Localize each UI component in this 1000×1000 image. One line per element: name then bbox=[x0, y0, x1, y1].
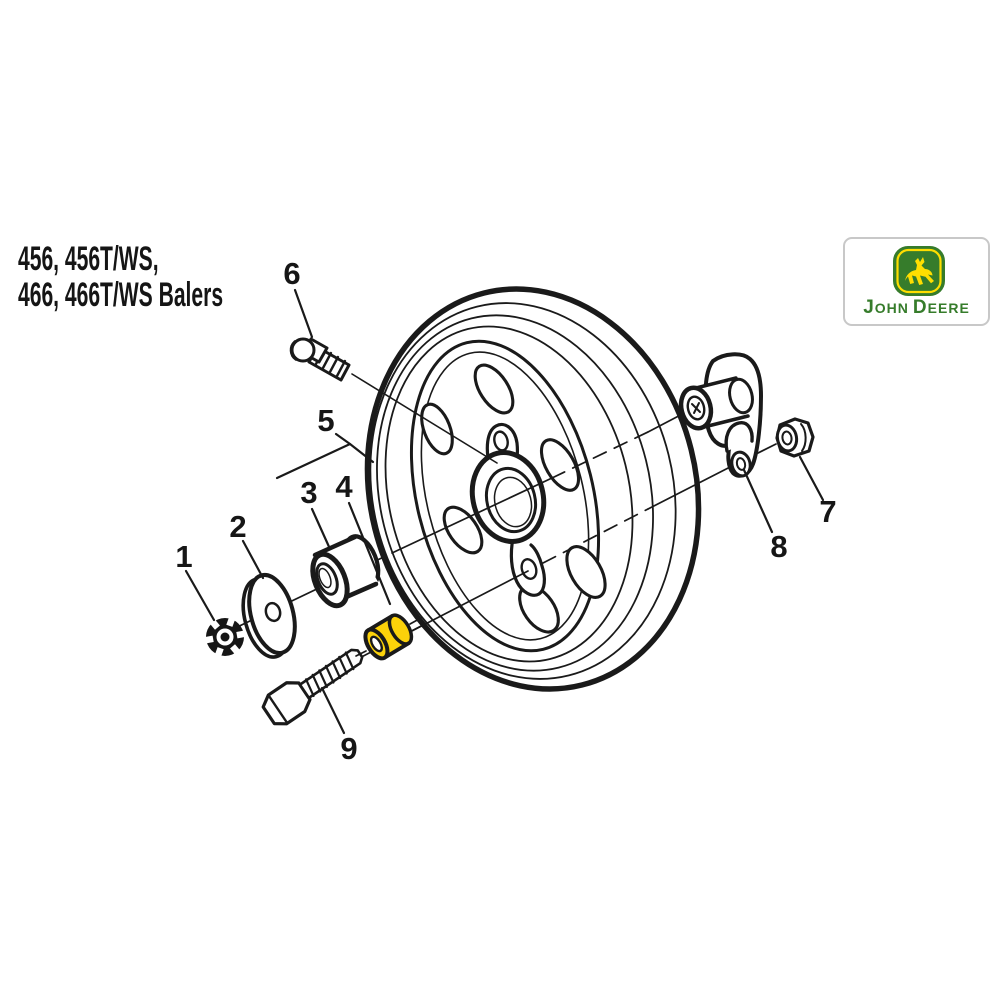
callout-numbers: 1 2 3 4 5 6 7 8 9 bbox=[175, 256, 836, 766]
callout-3: 3 bbox=[300, 475, 317, 510]
lower-axis-right bbox=[647, 464, 735, 510]
shield-border bbox=[896, 248, 942, 294]
callout-1-leader bbox=[184, 569, 216, 622]
callout-5-leader-branch bbox=[348, 442, 375, 464]
part-6-grease-fitting bbox=[289, 337, 351, 382]
brand-word-deere: Deere bbox=[912, 297, 970, 318]
callout-9: 9 bbox=[340, 731, 357, 766]
callout-6-leader bbox=[293, 288, 314, 339]
callout-8: 8 bbox=[770, 529, 787, 564]
axis-stub-right bbox=[409, 617, 422, 625]
model-title-line1: 456, 456T/WS, bbox=[18, 240, 159, 278]
axis-stub-left bbox=[355, 650, 367, 657]
bolt-head bbox=[261, 681, 312, 726]
upper-axis-dashed bbox=[551, 431, 649, 479]
part-3-bushing bbox=[310, 534, 381, 609]
part-5-wheel-pulley bbox=[364, 286, 702, 692]
lock-washer-slots bbox=[203, 616, 247, 658]
deere-shield-icon bbox=[893, 246, 945, 296]
bolt-head-facet bbox=[267, 693, 289, 725]
brand-wordmark: JohnDeere bbox=[845, 297, 988, 319]
lower-axis-dashed bbox=[542, 508, 649, 564]
wheel-spoke-holes bbox=[420, 363, 607, 634]
callout-7-leader bbox=[798, 455, 825, 502]
bushing-bore bbox=[315, 562, 339, 596]
part-1-lock-washer bbox=[203, 616, 247, 658]
callout-7: 7 bbox=[819, 494, 836, 529]
fitting-ball-shade bbox=[289, 340, 298, 361]
bracket-lower-hole bbox=[735, 457, 747, 471]
callout-4-leader bbox=[347, 501, 392, 606]
leaping-deer-icon bbox=[905, 257, 934, 285]
spoke-hole bbox=[420, 402, 454, 456]
spoke-hole bbox=[473, 363, 515, 415]
upper-axis-over-face bbox=[391, 477, 553, 554]
model-title-line2: 466, 466T/WS Balers bbox=[18, 276, 224, 314]
bushing-bore-inner-line bbox=[318, 567, 332, 589]
part-8-support-bracket bbox=[678, 352, 763, 478]
bolt-threads bbox=[304, 651, 355, 698]
callout-8-leader bbox=[742, 468, 774, 534]
spoke-hole bbox=[442, 505, 484, 555]
callout-2: 2 bbox=[229, 509, 246, 544]
spacer-bore bbox=[369, 635, 383, 653]
lock-washer-center bbox=[220, 632, 230, 642]
brand-word-john: John bbox=[863, 297, 909, 318]
bolt-shank bbox=[298, 648, 364, 700]
callout-leaders bbox=[184, 288, 825, 735]
callout-4: 4 bbox=[335, 469, 353, 504]
callout-3-leader bbox=[310, 507, 332, 551]
hub-lower-lug-hole bbox=[520, 558, 538, 580]
part-7-lock-nut bbox=[775, 417, 815, 458]
rim-groove-3 bbox=[384, 325, 634, 663]
rim-groove-1 bbox=[369, 302, 677, 680]
callout-2-leader bbox=[241, 539, 265, 580]
wheel-face-inner-line bbox=[420, 351, 590, 641]
nut-bore bbox=[781, 430, 793, 446]
axis-overlays bbox=[351, 373, 777, 634]
hub-bore-inner-line bbox=[493, 476, 533, 528]
boss-spline-mark bbox=[693, 402, 700, 414]
rim-groove-2 bbox=[376, 314, 654, 672]
nut-chamfer bbox=[800, 423, 807, 452]
callout-6: 6 bbox=[283, 256, 300, 291]
part-2-flat-washer bbox=[241, 572, 297, 659]
callout-5: 5 bbox=[317, 403, 334, 438]
bracket-arch-cut bbox=[724, 421, 754, 453]
spoke-hole bbox=[539, 438, 581, 492]
callout-9-leader bbox=[320, 686, 346, 735]
part-4-spacer-highlighted bbox=[355, 613, 422, 661]
grease-fitting-axis bbox=[351, 373, 498, 464]
lower-axis-over-face bbox=[407, 570, 529, 634]
washer-hole bbox=[264, 601, 282, 623]
part-9-hex-bolt bbox=[261, 648, 364, 726]
bracket-boss-bottom-edge bbox=[702, 414, 750, 429]
callout-1: 1 bbox=[175, 539, 192, 574]
model-title: 456, 456T/WS, 466, 466T/WS Balers bbox=[18, 241, 223, 313]
john-deere-logo: JohnDeere bbox=[843, 237, 990, 326]
